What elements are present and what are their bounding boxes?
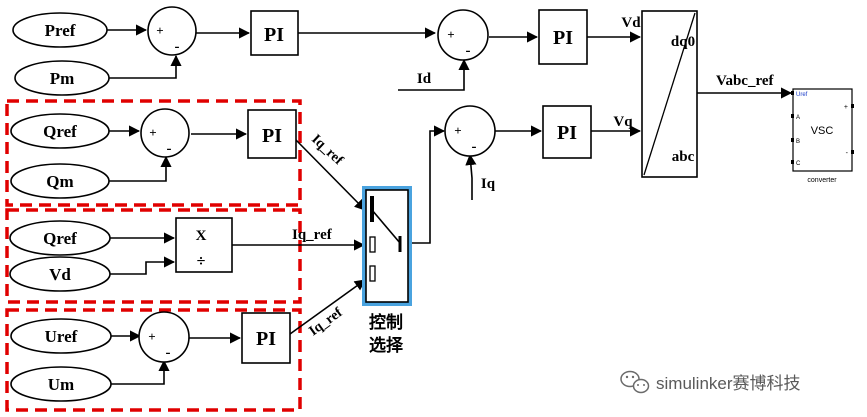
signal-lines bbox=[107, 24, 793, 385]
transform-dq0-label: dq0 bbox=[671, 34, 695, 50]
vsc-port-a: A bbox=[796, 115, 800, 121]
input-qref-top-label: Qref bbox=[43, 122, 77, 141]
reactive-power-group bbox=[5, 99, 302, 207]
signal-iq-ref-top-label: Iq_ref bbox=[308, 132, 346, 168]
vsc-port-minus: - bbox=[846, 150, 849, 157]
voltage-ratio-group bbox=[5, 208, 302, 304]
svg-text:-: - bbox=[466, 43, 471, 59]
input-qref-top: Qref bbox=[10, 113, 110, 149]
watermark: simulinker赛博科技 bbox=[620, 370, 801, 394]
control-select-switch: 控制 选择 bbox=[362, 186, 412, 355]
input-qm: Qm bbox=[10, 163, 110, 199]
input-uref: Uref bbox=[10, 318, 112, 354]
svg-text:PI: PI bbox=[553, 27, 573, 49]
transform-abc-label: abc bbox=[672, 149, 695, 165]
switch-highlight bbox=[362, 186, 412, 306]
pi-controller-voltage: PI bbox=[241, 312, 291, 364]
input-pref-label: Pref bbox=[45, 21, 76, 40]
svg-text:-: - bbox=[175, 39, 180, 55]
input-vd: Vd bbox=[9, 256, 111, 292]
svg-text:PI: PI bbox=[264, 24, 284, 46]
svg-text:+: + bbox=[149, 125, 156, 140]
input-pref: Pref bbox=[12, 12, 108, 48]
sum-junction-q-current: + - bbox=[444, 105, 496, 157]
signal-iq-label: Iq bbox=[481, 176, 496, 192]
svg-text:PI: PI bbox=[557, 122, 577, 144]
signal-iq-ref-bottom-label: Iq_ref bbox=[307, 305, 346, 339]
vsc-port-plus: + bbox=[844, 104, 848, 111]
input-pm-label: Pm bbox=[50, 69, 75, 88]
input-uref-label: Uref bbox=[45, 327, 78, 346]
sum-junction-reactive: + - bbox=[140, 108, 190, 158]
input-um: Um bbox=[10, 366, 112, 402]
sum-junction-d-current: + - bbox=[437, 9, 489, 61]
switch-label-line2: 选择 bbox=[369, 335, 404, 355]
input-qref-mid-label: Qref bbox=[43, 229, 77, 248]
pi-controller-reactive: PI bbox=[247, 109, 297, 159]
multiply-symbol: X bbox=[196, 228, 207, 244]
input-qm-label: Qm bbox=[46, 172, 73, 191]
vsc-port-uref: Uref bbox=[796, 92, 808, 98]
watermark-text: simulinker赛博科技 bbox=[656, 373, 801, 393]
svg-text:PI: PI bbox=[262, 125, 282, 147]
signal-iq-ref-mid-label: Iq_ref bbox=[292, 227, 333, 243]
sum-junction-voltage: + - bbox=[138, 311, 190, 363]
pi-controller-power: PI bbox=[250, 10, 299, 56]
switch-label-line1: 控制 bbox=[369, 312, 403, 332]
voltage-control-group bbox=[5, 308, 302, 412]
input-vd-label: Vd bbox=[49, 265, 71, 284]
vsc-caption: converter bbox=[807, 177, 837, 184]
svg-text:+: + bbox=[447, 27, 454, 42]
signal-vd-label: Vd bbox=[621, 15, 641, 31]
svg-text:PI: PI bbox=[256, 328, 276, 350]
dq0-abc-transform: dq0 abc bbox=[641, 10, 698, 178]
sum-junction-power: + - bbox=[147, 6, 197, 56]
vsc-center-label: VSC bbox=[811, 125, 834, 137]
svg-text:+: + bbox=[156, 23, 163, 38]
signal-id-label: Id bbox=[417, 71, 432, 87]
pi-controller-d-current: PI bbox=[538, 9, 588, 65]
pi-controller-q-current: PI bbox=[542, 105, 592, 159]
svg-text:-: - bbox=[167, 141, 172, 157]
divide-symbol: ÷ bbox=[197, 253, 206, 270]
vsc-port-b: B bbox=[796, 139, 800, 145]
input-pm: Pm bbox=[14, 60, 110, 96]
signal-vq-label: Vq bbox=[613, 114, 633, 130]
divider-block: X ÷ bbox=[175, 217, 233, 273]
input-qref-mid: Qref bbox=[9, 220, 111, 256]
svg-text:+: + bbox=[454, 123, 461, 138]
input-um-label: Um bbox=[48, 375, 74, 394]
svg-text:-: - bbox=[166, 345, 171, 361]
signal-vabc-ref-label: Vabc_ref bbox=[716, 73, 775, 89]
svg-text:+: + bbox=[148, 329, 155, 344]
svg-text:-: - bbox=[472, 139, 477, 155]
wechat-logo-icon bbox=[620, 370, 650, 394]
vsc-port-c: C bbox=[796, 161, 801, 167]
vsc-converter-block: Uref A B C + - VSC converter bbox=[791, 88, 854, 184]
